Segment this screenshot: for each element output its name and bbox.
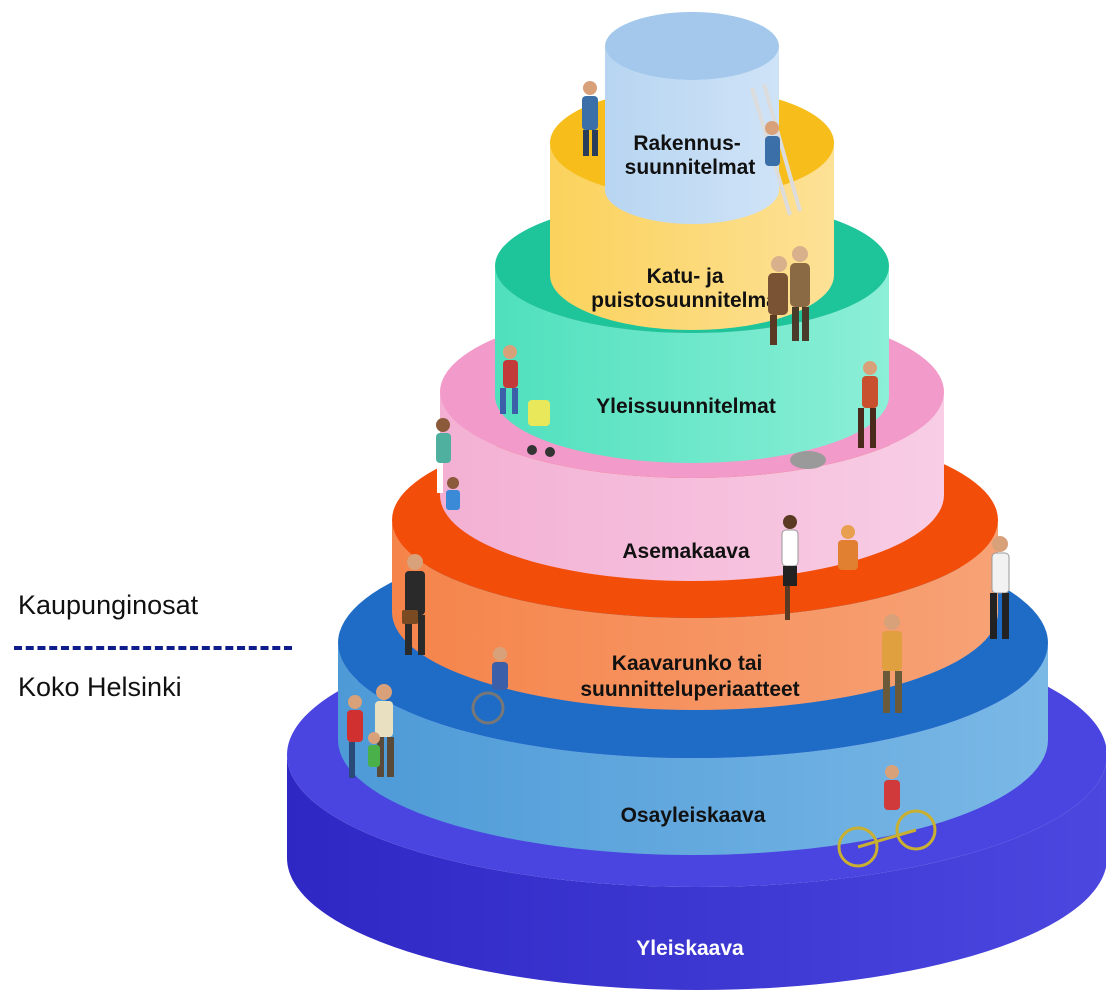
tier-katu-ja-puisto-label: Katu- ja puistosuunnitelmat <box>591 265 785 312</box>
tier-yleiskaava-label: Yleiskaava <box>636 937 744 960</box>
person-dog-walker-figure <box>790 361 878 469</box>
person-tourist-figure <box>882 614 902 713</box>
tier-rakennussuunnitelmat-top <box>605 12 779 80</box>
tier-osayleiskaava-side <box>338 643 1048 855</box>
tier-rakennussuunnitelmat: Rakennus- suunnitelmat <box>605 12 779 224</box>
tier-osayleiskaava-label: Osayleiskaava <box>621 804 766 827</box>
tier-yleiskaava-side <box>287 755 1106 990</box>
person-family-figure <box>347 684 394 778</box>
kaupunginosat-label: Kaupunginosat <box>18 590 199 620</box>
people-figures <box>347 81 1010 868</box>
tier-kaavarunko-label: Kaavarunko tai suunnitteluperiaatteet <box>580 652 799 701</box>
person-ladder-worker-figure <box>750 83 802 216</box>
person-worker-figure <box>582 81 598 156</box>
person-woman-child-figure <box>436 418 460 510</box>
tier-yleissuunnitelmat-label: Yleissuunnitelmat <box>596 395 776 418</box>
tier-asemakaava-label: Asemakaava <box>622 540 750 563</box>
tier-katu-ja-puisto-side <box>550 143 834 330</box>
person-businessman-figure <box>402 554 425 655</box>
person-wheelchair-figure <box>471 647 508 725</box>
person-cyclist-figure <box>837 765 937 868</box>
tier-rakennussuunnitelmat-side <box>605 46 779 224</box>
person-stroller-figure <box>500 345 555 457</box>
tier-kaavarunko-side <box>392 520 998 710</box>
tier-yleissuunnitelmat-side <box>495 266 889 463</box>
person-elderly-couple-figure <box>768 246 810 345</box>
tier-asemakaava-side <box>440 392 944 581</box>
koko-helsinki-label: Koko Helsinki <box>18 672 182 702</box>
tier-rakennussuunnitelmat-label: Rakennus- suunnitelmat <box>625 132 756 179</box>
scope-divider-line <box>14 646 292 650</box>
person-photographer-figure <box>781 515 858 620</box>
person-woman-coffee-figure <box>990 536 1010 639</box>
